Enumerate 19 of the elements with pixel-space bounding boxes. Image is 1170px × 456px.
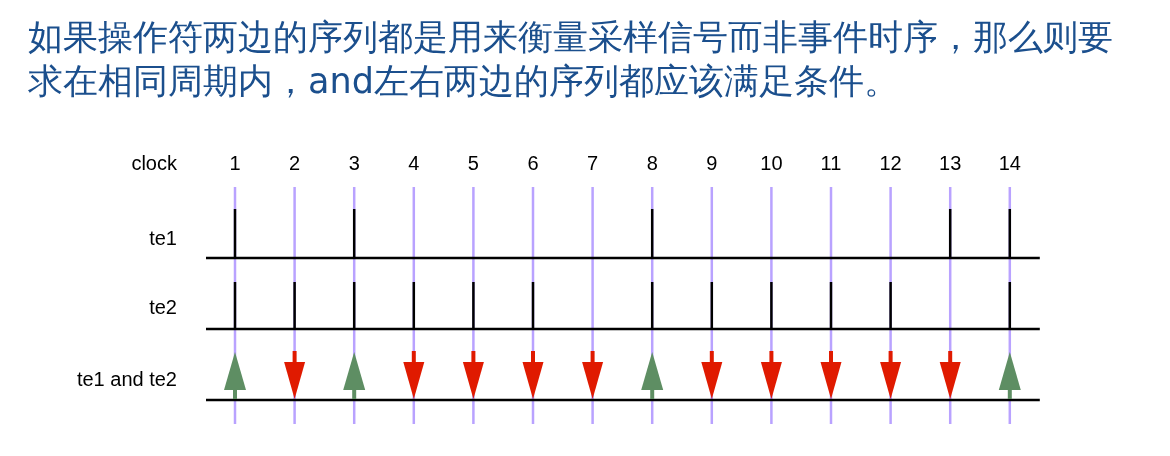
clock-number: 10: [760, 151, 783, 175]
clock-number: 13: [939, 151, 962, 175]
row-label: te1 and te2: [76, 367, 177, 391]
row-label: clock: [131, 151, 177, 175]
clock-number: 2: [289, 151, 301, 175]
clock-number: 1: [229, 151, 241, 175]
title-text: 如果操作符两边的序列都是用来衡量采样信号而非事件时序，那么则要求在相同周期内，and左右两边的序列都应该满足条件。: [28, 16, 1114, 103]
clock-number: 6: [527, 151, 539, 175]
clock-number: 9: [706, 151, 718, 175]
clock-number: 12: [879, 151, 902, 175]
clock-number: 7: [587, 151, 599, 175]
clock-number: 4: [408, 151, 420, 175]
clock-number: 5: [467, 151, 479, 175]
clock-number: 14: [998, 151, 1021, 175]
clock-number: 3: [348, 151, 360, 175]
row-label: te1: [149, 226, 177, 250]
row-label: te2: [149, 295, 177, 319]
clock-number: 11: [820, 151, 842, 175]
clock-number: 8: [646, 151, 658, 175]
